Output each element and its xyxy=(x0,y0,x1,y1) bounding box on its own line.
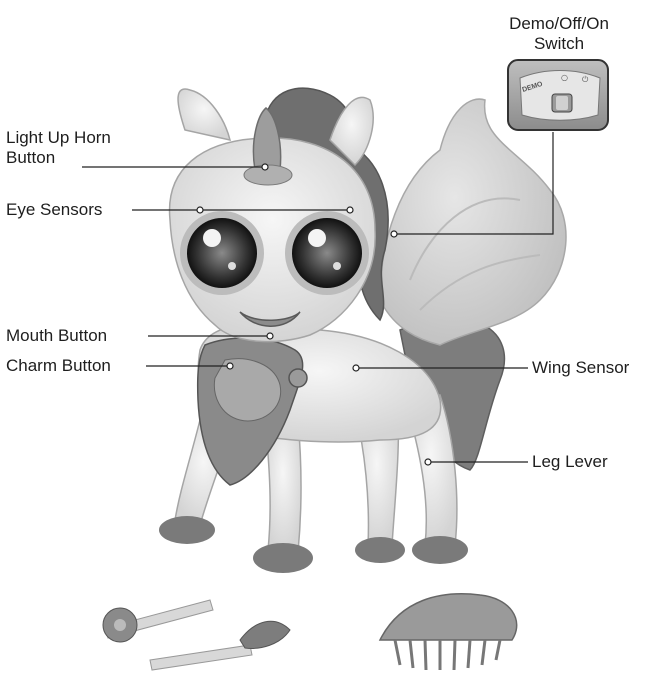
accessory-comb xyxy=(380,594,517,670)
label-switch: Demo/Off/On Switch xyxy=(497,14,621,54)
label-mouth: Mouth Button xyxy=(6,326,107,346)
hoof xyxy=(253,543,313,573)
label-leg: Leg Lever xyxy=(532,452,608,472)
accessory-flower-clip xyxy=(103,600,213,642)
label-wing: Wing Sensor xyxy=(532,358,629,378)
label-horn: Light Up Horn Button xyxy=(6,128,111,168)
label-horn-line2: Button xyxy=(6,148,111,168)
ear-left xyxy=(178,89,230,140)
label-charm: Charm Button xyxy=(6,356,111,376)
accessory-wing-clip xyxy=(150,621,290,670)
hoof xyxy=(159,516,215,544)
label-eyes: Eye Sensors xyxy=(6,200,102,220)
label-switch-line2: Switch xyxy=(497,34,621,54)
wing xyxy=(380,99,566,345)
hoof xyxy=(355,537,405,563)
switch-inset: DEMO ○ ⏻ xyxy=(508,60,608,130)
label-switch-line1: Demo/Off/On xyxy=(497,14,621,34)
hoof xyxy=(412,536,468,564)
label-horn-line1: Light Up Horn xyxy=(6,128,111,148)
svg-text:⏻: ⏻ xyxy=(582,75,589,84)
svg-text:○: ○ xyxy=(561,73,568,82)
